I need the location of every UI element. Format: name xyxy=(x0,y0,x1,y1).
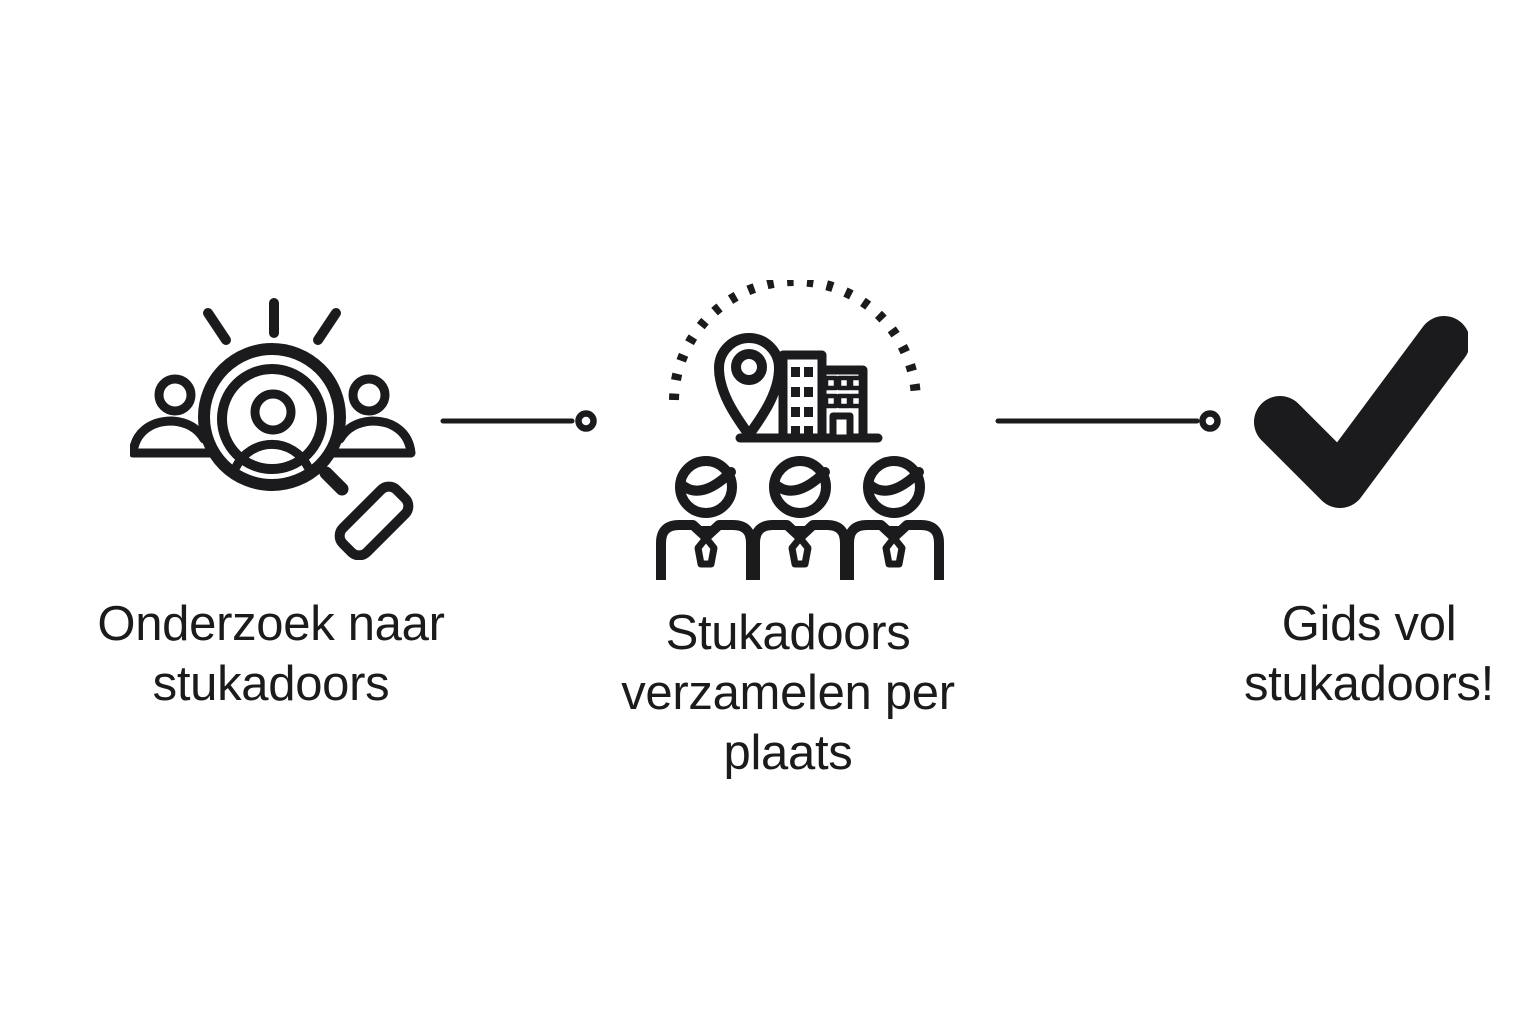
magnifier-handle xyxy=(334,481,414,560)
connector-ring xyxy=(1199,410,1221,432)
step-research: Onderzoek naar stukadoors xyxy=(71,295,471,714)
step-label: Stukadoors verzamelen per plaats xyxy=(588,603,988,783)
building-tall xyxy=(778,350,827,443)
dotted-arc xyxy=(669,280,922,405)
step-label-line: stukadoors! xyxy=(1243,657,1494,711)
step-label-line: Gids vol xyxy=(1281,597,1457,651)
step-label-line: plaats xyxy=(723,726,853,780)
worker-3 xyxy=(849,461,939,580)
worker-1 xyxy=(661,461,751,580)
magnifier-handle-joint xyxy=(319,466,349,496)
magnifier-lens-inner xyxy=(217,364,327,474)
step-label-line: stukadoors xyxy=(152,657,390,711)
checkmark-icon xyxy=(1254,316,1468,508)
step-label-line: verzamelen per xyxy=(621,666,955,720)
connector-ring xyxy=(575,410,597,432)
person-center-head xyxy=(250,389,296,435)
location-buildings-team-icon xyxy=(650,280,950,585)
connector-line-1 xyxy=(440,410,597,432)
person-right-body xyxy=(329,416,416,458)
person-left-head xyxy=(154,374,196,416)
location-pin-icon xyxy=(714,333,784,440)
step-label: Gids vol stukadoors! xyxy=(1169,594,1536,714)
person-right-head xyxy=(348,374,390,416)
ray-right xyxy=(313,308,341,345)
people-search-icon xyxy=(130,298,416,560)
building-door xyxy=(829,412,854,442)
person-left-body xyxy=(130,416,215,458)
step-result: Gids vol stukadoors! xyxy=(1169,310,1536,714)
step-collect: Stukadoors verzamelen per plaats xyxy=(588,280,988,783)
checkmark-stroke xyxy=(1254,316,1468,508)
building-short xyxy=(817,365,868,443)
step-label-line: Stukadoors xyxy=(665,606,911,660)
worker-2 xyxy=(755,461,845,580)
ray-left xyxy=(203,308,231,345)
connector-line-2 xyxy=(995,410,1221,432)
step-label-line: Onderzoek naar xyxy=(97,597,445,651)
step-label: Onderzoek naar stukadoors xyxy=(71,594,471,714)
person-center-shoulders xyxy=(231,440,313,472)
